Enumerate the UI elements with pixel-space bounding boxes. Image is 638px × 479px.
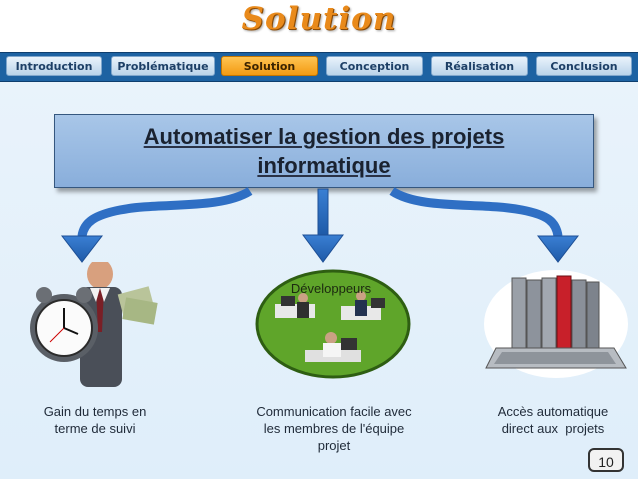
tab-conception[interactable]: Conception: [326, 56, 423, 76]
developers-illustration: [255, 269, 411, 379]
headline-line-1: Automatiser la gestion des projets: [143, 124, 505, 149]
arrow-right-curve: [389, 187, 563, 237]
caption-left-line: terme de suivi: [54, 421, 136, 436]
tab-introduction[interactable]: Introduction: [6, 56, 102, 76]
businessman-clock-illustration: [30, 262, 158, 387]
arrow-left: [77, 187, 253, 238]
caption-middle-line: projet: [317, 438, 351, 453]
caption-left: Gain du temps en terme de suivi: [20, 403, 170, 437]
tab-solution[interactable]: Solution: [221, 56, 318, 76]
caption-middle-line: Communication facile avec: [256, 404, 412, 419]
headline-line-2: informatique: [257, 153, 391, 178]
arrowhead-center: [302, 234, 344, 263]
arrowhead-right: [536, 235, 580, 263]
page-number: 10: [588, 448, 624, 472]
caption-left-line: Gain du temps en: [43, 404, 147, 419]
developers-label: Développeurs: [290, 281, 372, 296]
tab-problematique[interactable]: Problématique: [111, 56, 215, 76]
navigation-bar: Introduction Problématique Solution Conc…: [0, 52, 638, 82]
headline-box: Automatiser la gestion des projets infor…: [54, 114, 594, 188]
tab-conclusion[interactable]: Conclusion: [536, 56, 632, 76]
arrowhead-left: [60, 235, 104, 263]
binders-laptop-illustration: [484, 270, 628, 378]
caption-right-line: Accès automatique: [497, 404, 609, 419]
caption-middle-line: les membres de l'équipe: [263, 421, 405, 436]
caption-right-line: direct aux projets: [501, 421, 605, 436]
caption-right: Accès automatique direct aux projets: [478, 403, 628, 437]
caption-middle: Communication facile avec les membres de…: [236, 403, 432, 454]
slide-title: Solution: [241, 1, 397, 37]
tab-realisation[interactable]: Réalisation: [431, 56, 528, 76]
arrow-center-shaft: [317, 188, 329, 236]
